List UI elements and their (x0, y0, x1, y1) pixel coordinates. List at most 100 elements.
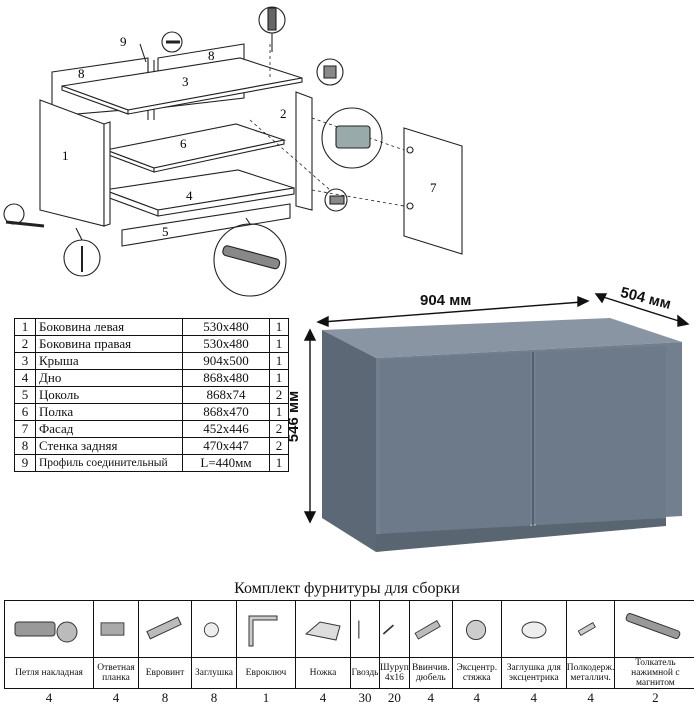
foot-icon (296, 604, 350, 654)
parts-cell-size: 452x446 (183, 421, 270, 438)
parts-cell-qty: 1 (270, 353, 289, 370)
label-part-3: 3 (182, 74, 189, 89)
label-part-8b: 8 (208, 48, 215, 63)
parts-cell-n: 7 (15, 421, 36, 438)
parts-cell-size: 470x447 (183, 438, 270, 455)
parts-cell-n: 1 (15, 319, 36, 336)
label-part-6: 6 (180, 136, 187, 151)
parts-cell-qty: 2 (270, 438, 289, 455)
parts-cell-qty: 1 (270, 319, 289, 336)
hardware-name: Ножка (296, 658, 351, 689)
parts-cell-n: 4 (15, 370, 36, 387)
shelf-pin-icon (570, 604, 612, 654)
hardware-count: 2 (615, 689, 694, 707)
parts-cell-name: Профиль соединительный (36, 455, 183, 472)
screw-icon (380, 604, 408, 654)
label-part-7: 7 (430, 180, 437, 195)
part-2-right-side (296, 92, 312, 210)
parts-cell-size: 868x480 (183, 370, 270, 387)
nail-icon (351, 604, 379, 654)
parts-cell-size: 530x480 (183, 336, 270, 353)
hardware-name: Петля накладная (5, 658, 94, 689)
hardware-cell (615, 601, 694, 658)
hardware-count: 4 (409, 689, 452, 707)
label-part-9: 9 (120, 34, 127, 49)
dimension-width: 904 мм (420, 292, 471, 309)
parts-cell-size: L=440мм (183, 455, 270, 472)
parts-cell-qty: 2 (270, 387, 289, 404)
parts-cell-name: Фасад (36, 421, 183, 438)
hardware-count: 1 (237, 689, 296, 707)
hardware-cell (237, 601, 296, 658)
parts-cell-name: Дно (36, 370, 183, 387)
hardware-name: Ввинчив. дюбель (409, 658, 452, 689)
hardware-count: 8 (139, 689, 192, 707)
push-latch-icon (615, 604, 694, 654)
hardware-cell (409, 601, 452, 658)
hardware-name: Евровинт (139, 658, 192, 689)
parts-cell-n: 6 (15, 404, 36, 421)
hex-key-icon (237, 604, 295, 654)
parts-cell-n: 3 (15, 353, 36, 370)
assembly-drawing: 1 2 3 4 5 6 7 8 8 9 (0, 0, 694, 580)
hardware-cell (380, 601, 410, 658)
hardware-name: Заглушка (192, 658, 237, 689)
parts-cell-qty: 1 (270, 455, 289, 472)
hardware-count: 4 (566, 689, 615, 707)
label-part-4: 4 (186, 188, 193, 203)
hardware-count: 4 (94, 689, 139, 707)
label-part-2: 2 (280, 106, 287, 121)
parts-cell-qty: 2 (270, 421, 289, 438)
dowel-icon (410, 604, 452, 654)
hardware-count: 20 (380, 689, 410, 707)
parts-cell-size: 868x74 (183, 387, 270, 404)
hardware-cell (501, 601, 566, 658)
hardware-count: 30 (351, 689, 380, 707)
hardware-name: Толкатель нажимной с магнитом (615, 658, 694, 689)
hardware-name: Полкодерж. металлич. (566, 658, 615, 689)
parts-cell-name: Боковина левая (36, 319, 183, 336)
hardware-title: Комплект фурнитуры для сборки (0, 580, 694, 598)
hardware-cell (296, 601, 351, 658)
parts-cell-n: 5 (15, 387, 36, 404)
label-part-5: 5 (162, 224, 169, 239)
cabinet-render (322, 318, 682, 552)
hardware-cell (94, 601, 139, 658)
parts-cell-size: 530x480 (183, 319, 270, 336)
hinge-icon (5, 604, 93, 654)
hardware-cell (566, 601, 615, 658)
hardware-name: Евроключ (237, 658, 296, 689)
hardware-count: 4 (296, 689, 351, 707)
hardware-cell (139, 601, 192, 658)
cam-cap-icon (502, 604, 566, 654)
hardware-count: 8 (192, 689, 237, 707)
hardware-name: Заглушка для эксцентрика (501, 658, 566, 689)
euroscrew-icon (139, 604, 191, 654)
hardware-name: Шуруп 4x16 (380, 658, 410, 689)
parts-cell-n: 9 (15, 455, 36, 472)
parts-cell-qty: 1 (270, 370, 289, 387)
parts-cell-size: 904x500 (183, 353, 270, 370)
hardware-count: 4 (5, 689, 94, 707)
parts-cell-size: 868x470 (183, 404, 270, 421)
label-part-1: 1 (62, 148, 69, 163)
hardware-count: 4 (501, 689, 566, 707)
parts-cell-qty: 1 (270, 404, 289, 421)
parts-cell-name: Боковина правая (36, 336, 183, 353)
parts-cell-name: Цоколь (36, 387, 183, 404)
hardware-name: Гвоздь (351, 658, 380, 689)
mounting-plate-icon (94, 604, 138, 654)
label-part-8a: 8 (78, 66, 85, 81)
part-1-left-side (40, 100, 104, 226)
cam-lock-icon (453, 604, 501, 654)
